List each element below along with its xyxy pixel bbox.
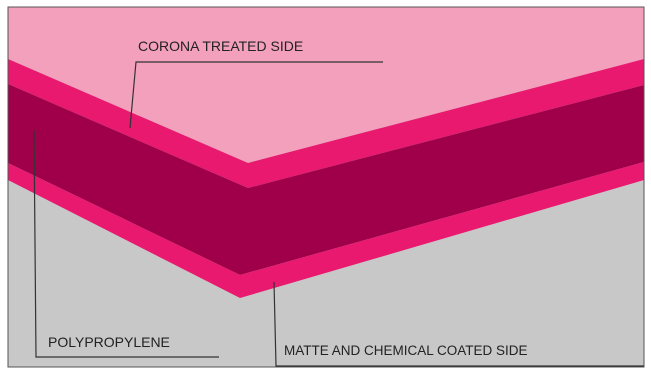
matte-coated-layer — [8, 162, 644, 298]
leader-line-polypropylene — [33, 129, 219, 358]
upper-region — [8, 7, 644, 163]
label-polypropylene: POLYPROPYLENE — [48, 334, 170, 350]
label-corona-treated-side: CORONA TREATED SIDE — [138, 38, 304, 54]
corona-treated-layer — [8, 59, 644, 188]
diagram-border — [7, 6, 645, 368]
label-matte-chemical-coated-side: MATTE AND CHEMICAL COATED SIDE — [284, 343, 528, 358]
leader-line-matte — [273, 281, 644, 367]
polypropylene-core-layer — [8, 84, 644, 275]
leader-line-corona — [129, 61, 383, 129]
